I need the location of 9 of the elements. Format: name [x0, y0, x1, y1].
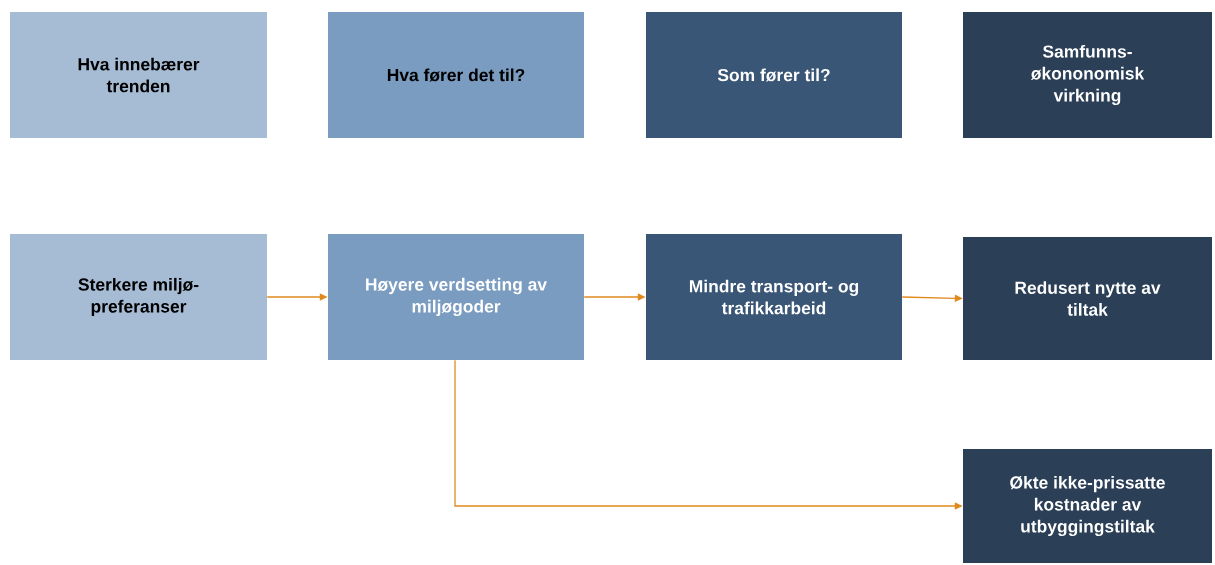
header-box: Hva innebærer trenden — [10, 12, 267, 138]
header-box: Hva fører det til? — [328, 12, 584, 138]
process-box: Mindre transport- og trafikkarbeid — [646, 234, 902, 360]
process-box: Redusert nytte av tiltak — [963, 237, 1212, 360]
header-box: Som fører til? — [646, 12, 902, 138]
process-box: Økte ikke-prissatte kostnader av utbyggingstiltak — [963, 449, 1212, 563]
process-box: Høyere verdsetting av miljøgoder — [328, 234, 584, 360]
process-box: Sterkere miljø- preferanser — [10, 234, 267, 360]
header-box: Samfunns- økononomisk virkning — [963, 12, 1212, 138]
